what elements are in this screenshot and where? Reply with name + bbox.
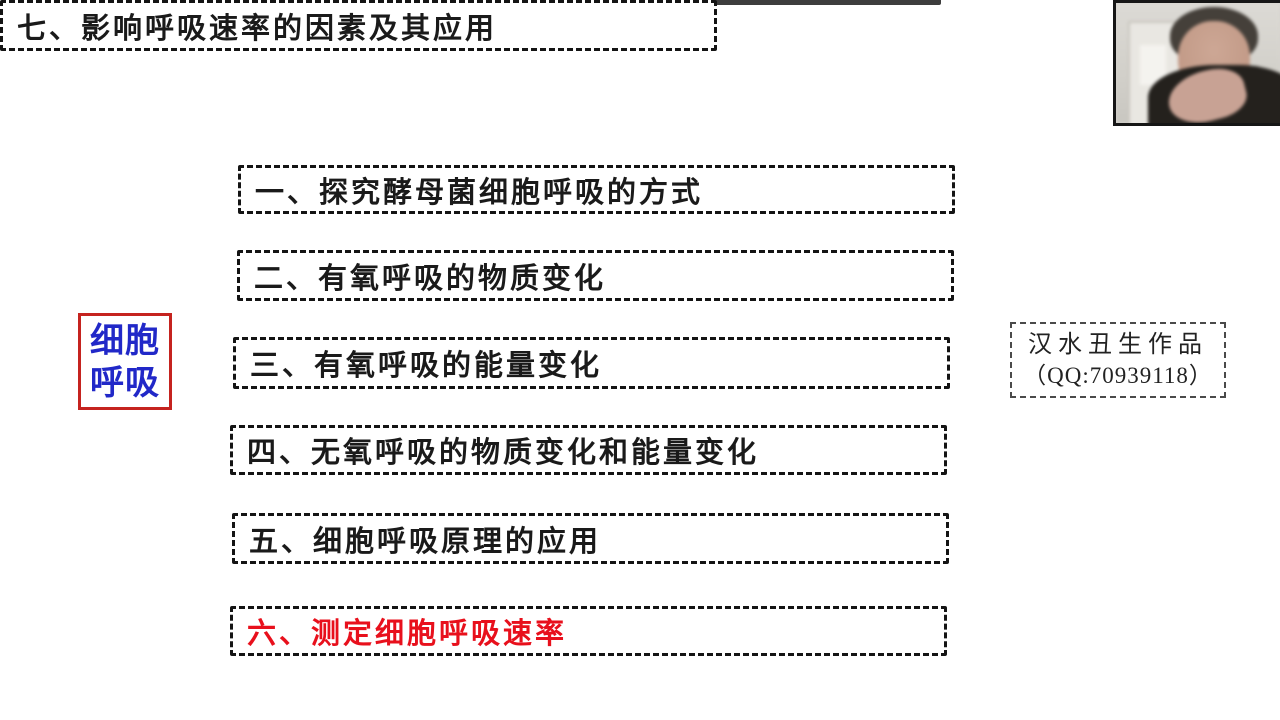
webcam-scene: [1116, 3, 1280, 123]
attribution-box: 汉水丑生作品 （QQ:70939118）: [1010, 322, 1226, 398]
attribution-qq: （QQ:70939118）: [1023, 363, 1213, 388]
menu-item-6-highlighted[interactable]: 六、测定细胞呼吸速率: [230, 606, 947, 656]
topic-badge-line-1: 细胞: [90, 321, 160, 360]
menu-item-1[interactable]: 一、探究酵母菌细胞呼吸的方式: [238, 165, 955, 214]
menu-item-3[interactable]: 三、有氧呼吸的能量变化: [233, 337, 950, 389]
topic-badge-line-2: 呼吸: [90, 363, 160, 402]
menu-item-6-label: 六、测定细胞呼吸速率: [247, 618, 568, 650]
topic-badge: 细胞 呼吸: [78, 313, 172, 410]
menu-item-5-label: 五、细胞呼吸原理的应用: [249, 525, 602, 558]
menu-item-4-label: 四、无氧呼吸的物质变化和能量变化: [247, 437, 760, 469]
menu-item-1-label: 一、探究酵母菌细胞呼吸的方式: [255, 176, 704, 209]
attribution-author: 汉水丑生作品: [1028, 332, 1208, 358]
webcam-overlay: [1113, 0, 1280, 126]
menu-item-4[interactable]: 四、无氧呼吸的物质变化和能量变化: [230, 425, 947, 475]
menu-item-2-label: 二、有氧呼吸的物质变化: [254, 262, 607, 295]
menu-item-7-label: 七、影响呼吸速率的因素及其应用: [17, 12, 498, 45]
menu-item-3-label: 三、有氧呼吸的能量变化: [250, 350, 603, 382]
menu-item-2[interactable]: 二、有氧呼吸的物质变化: [237, 250, 954, 301]
menu-item-7[interactable]: 七、影响呼吸速率的因素及其应用: [0, 0, 717, 51]
menu-item-5[interactable]: 五、细胞呼吸原理的应用: [232, 513, 949, 564]
